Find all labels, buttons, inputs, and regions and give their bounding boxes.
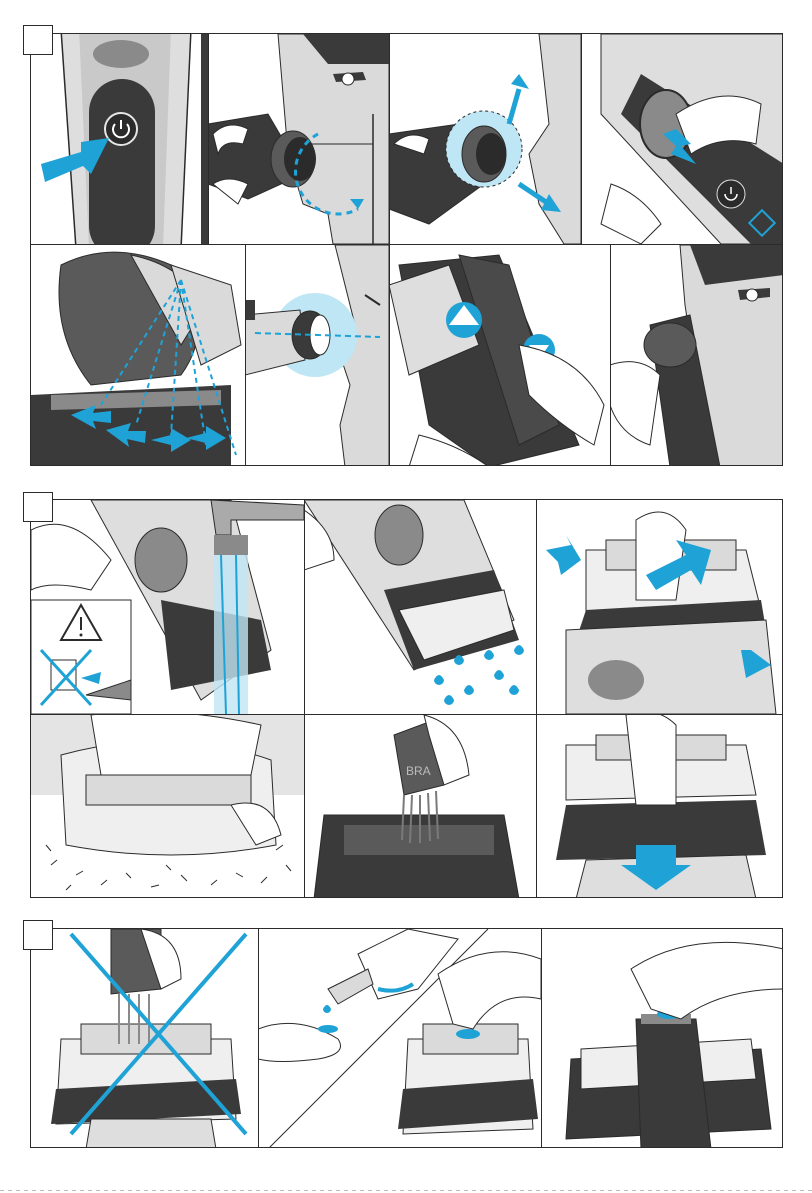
panel-head-directions xyxy=(31,245,245,466)
panel-apply-oil xyxy=(258,929,541,1148)
panel-tap-out-hair xyxy=(31,715,304,898)
panel-locked-head xyxy=(245,245,389,466)
panel-oil-trimmer xyxy=(541,929,783,1148)
page-trim-line xyxy=(0,1190,812,1191)
divider xyxy=(536,715,537,898)
divider xyxy=(245,245,246,466)
divider xyxy=(541,929,542,1148)
panel-shake-dry xyxy=(304,500,536,714)
divider xyxy=(536,500,537,714)
divider xyxy=(304,500,305,714)
section-label-a xyxy=(23,25,53,55)
panel-trimmer-open xyxy=(389,245,610,466)
brush-brand-text: BRA xyxy=(406,764,431,778)
panel-brush-clean: BRA xyxy=(304,715,536,898)
panel-rinse-under-tap xyxy=(31,500,304,714)
divider xyxy=(389,245,390,466)
panel-power-on xyxy=(31,34,208,244)
panel-head-pivot xyxy=(389,34,581,244)
panel-shave-cheek xyxy=(208,34,389,244)
panel-trimmer-release xyxy=(581,34,783,244)
panel-no-brush-on-foil xyxy=(31,929,258,1148)
panel-sideburn-trim xyxy=(610,245,783,466)
section-a-shaving-steps xyxy=(30,33,783,466)
divider xyxy=(304,715,305,898)
illustration-power-on xyxy=(31,34,208,244)
divider xyxy=(389,34,390,244)
divider xyxy=(581,34,582,244)
section-c-maintenance xyxy=(30,928,783,1148)
divider xyxy=(610,245,611,466)
section-label-b xyxy=(23,492,53,522)
panel-remove-cassette xyxy=(536,500,783,714)
divider xyxy=(208,34,209,244)
section-b-cleaning: BRA xyxy=(30,499,783,898)
divider xyxy=(258,929,259,1148)
panel-reattach-cassette xyxy=(536,715,783,898)
section-label-c xyxy=(23,920,53,950)
